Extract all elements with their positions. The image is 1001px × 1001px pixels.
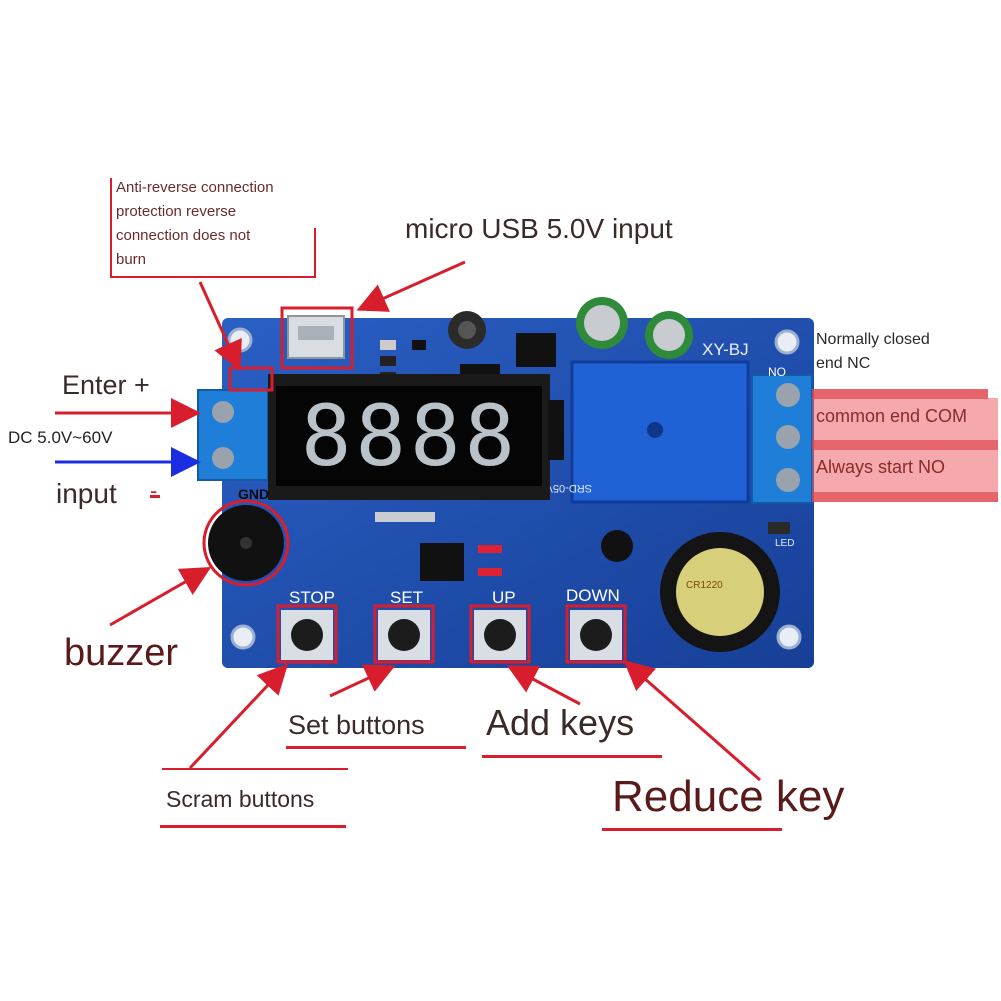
minus-label: -: [150, 478, 158, 503]
mount-hole: [774, 329, 800, 355]
add-keys-label: Add keys: [486, 702, 635, 743]
set-buttons-label: Set buttons: [288, 710, 425, 740]
power-terminal: [197, 389, 269, 481]
always-start-label: Always start NO: [816, 457, 946, 477]
input-label: input: [56, 478, 117, 509]
diode-arrow: [198, 281, 242, 372]
common-end-label: common end COM: [816, 406, 968, 426]
anti-reverse-text: Anti-reverse connection protection rever…: [116, 179, 274, 268]
up-button-label: UP: [492, 588, 516, 607]
diode-highlight-box: [228, 366, 274, 392]
stop-button-label: STOP: [289, 588, 335, 607]
dc-range-label: DC 5.0V~60V: [8, 428, 113, 447]
ic-u4: [420, 543, 464, 581]
down-arrow: [623, 660, 761, 782]
enter-plus-label: Enter +: [62, 370, 150, 400]
mount-hole: [230, 624, 256, 650]
set-highlight-box: [373, 604, 435, 664]
usb-highlight-box: [280, 306, 354, 370]
board-model: XY-BJ: [702, 340, 749, 359]
up-highlight-box: [469, 604, 531, 664]
mount-hole: [227, 327, 253, 353]
tactile-buttons: [281, 610, 622, 660]
no-label: NO: [768, 365, 786, 379]
up-arrow: [506, 665, 581, 706]
mount-hole: [776, 624, 802, 650]
buzzer-arrow: [109, 567, 212, 627]
gnd-label: GND: [238, 486, 270, 502]
normally-closed-label: Normally closed end NC: [816, 331, 930, 372]
battery-label: CR1220: [686, 580, 723, 591]
seven-segment-display: 8888: [300, 387, 520, 485]
coin-cell: [676, 548, 764, 636]
ic-chip: [516, 333, 556, 367]
stop-highlight-box: [276, 604, 338, 664]
buzzer-label: buzzer: [64, 632, 179, 674]
led-label: LED: [775, 538, 795, 549]
set-arrow: [329, 664, 396, 698]
anti-reverse-note: Anti-reverse connection protection rever…: [106, 170, 316, 278]
buzzer-highlight-circle: [202, 499, 290, 587]
down-button-label: DOWN: [566, 586, 620, 605]
set-button-label: SET: [390, 588, 424, 607]
stop-arrow: [188, 663, 289, 770]
usb-arrow: [356, 260, 466, 312]
reduce-key-label: Reduce key: [612, 772, 845, 821]
usb-label: micro USB 5.0V input: [405, 213, 673, 244]
down-highlight-box: [565, 604, 627, 664]
scram-buttons-label: Scram buttons: [166, 786, 315, 812]
